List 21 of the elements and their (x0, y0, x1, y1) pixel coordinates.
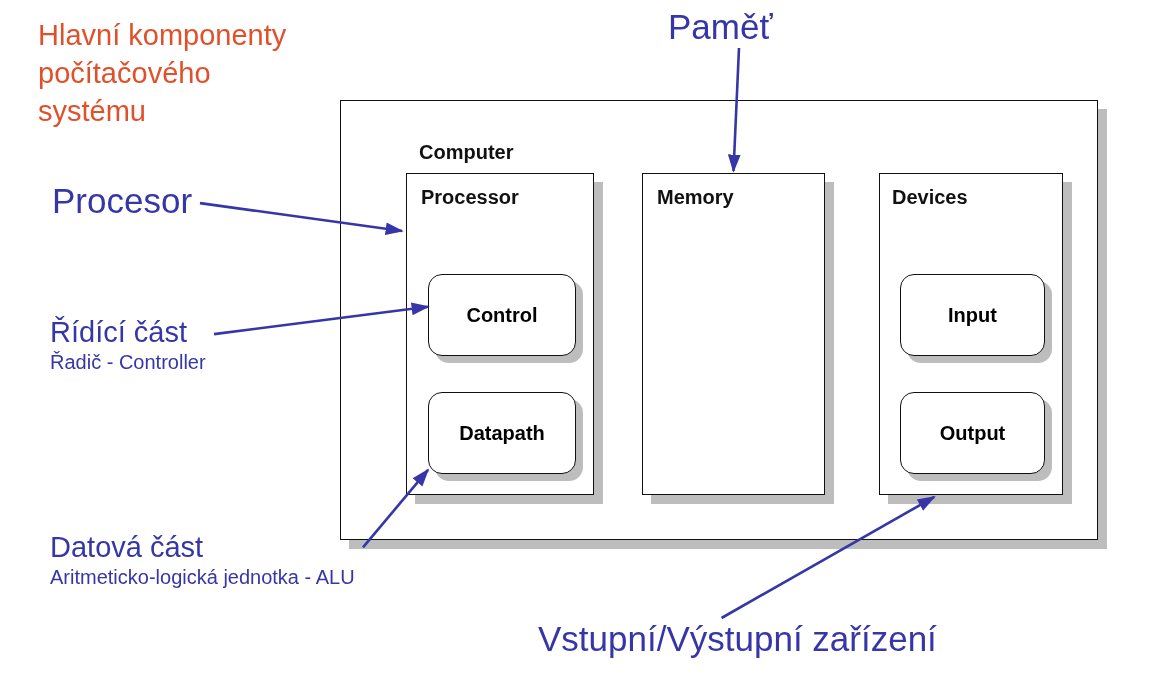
unit-label: Datapath (459, 421, 545, 445)
arrow (213, 302, 430, 336)
callout-note: Řadič - Controller (50, 349, 206, 374)
unit-label: Output (939, 421, 1006, 445)
arrow (727, 47, 741, 173)
callout-label: Datová část (50, 530, 205, 565)
box-heading: Processor (421, 186, 519, 209)
callout-label: Řídící část (50, 315, 188, 350)
arrow (362, 468, 430, 549)
callout-label: Procesor (52, 180, 193, 222)
arrow (720, 495, 936, 620)
arrow (199, 201, 404, 236)
unit-label: Input (948, 303, 997, 327)
callout-note: Aritmeticko-logická jednotka - ALU (50, 564, 355, 589)
box-heading: Memory (657, 186, 734, 209)
callout-label: Vstupní/Výstupní zařízení (538, 618, 937, 660)
box-heading: Computer (419, 141, 514, 164)
callout-label: Paměť (668, 6, 773, 48)
diagram-title: Hlavní komponenty počítačového systému (38, 18, 288, 129)
box-heading: Devices (892, 186, 968, 209)
unit-label: Control (466, 303, 538, 327)
